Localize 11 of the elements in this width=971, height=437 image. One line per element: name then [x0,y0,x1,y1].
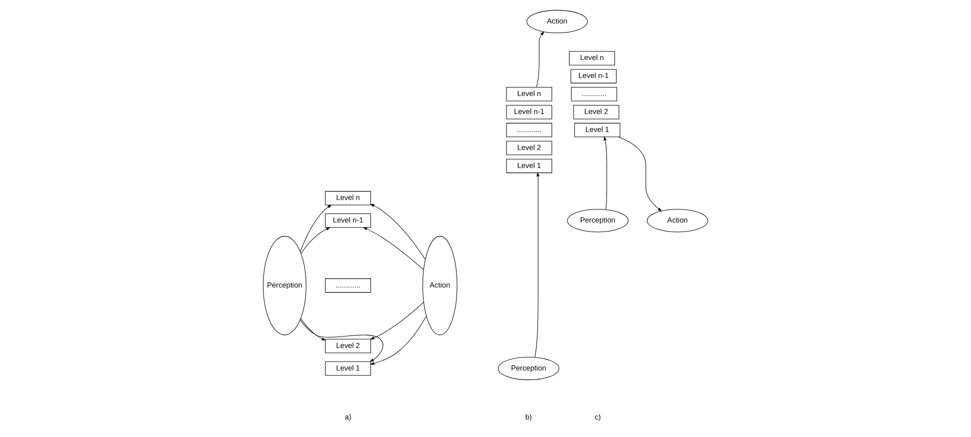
arrow [370,316,427,365]
arrow [370,204,426,260]
arrow [300,227,330,254]
arrow [300,318,326,341]
arrow [618,136,662,212]
arrow [370,302,424,340]
arrow [604,136,608,210]
arrow [300,320,384,362]
arrow [362,227,424,270]
arrow [300,204,332,252]
arrow [534,172,540,358]
